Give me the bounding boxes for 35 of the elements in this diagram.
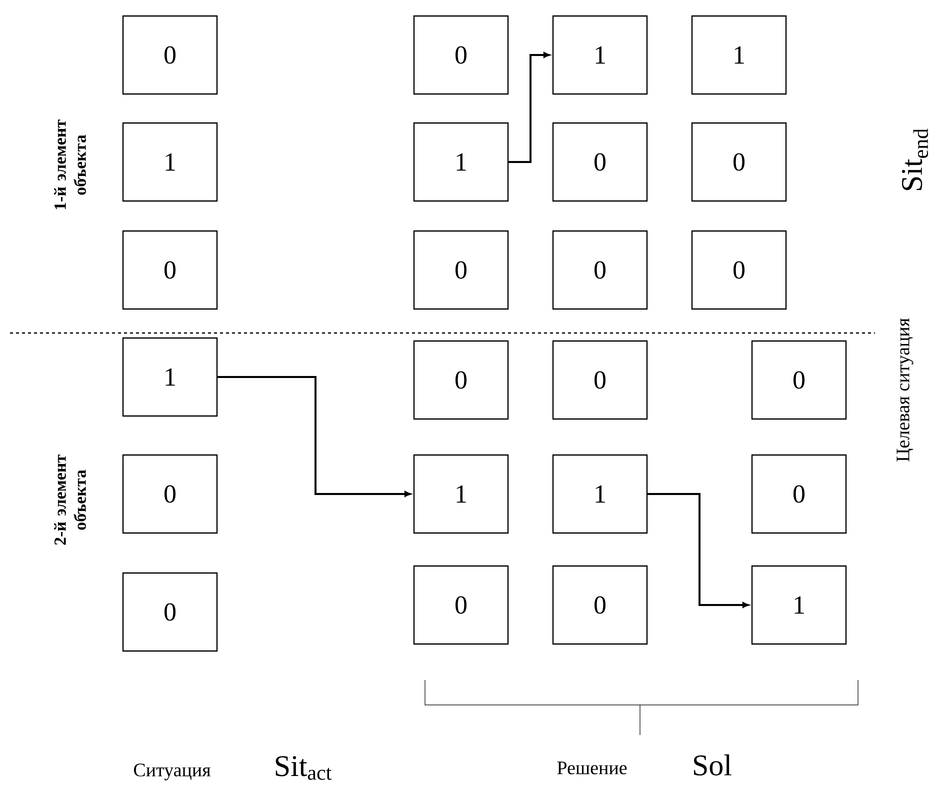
number-box: 1 [122, 337, 218, 417]
number-box: 0 [552, 340, 648, 420]
number-box: 0 [751, 340, 847, 420]
number-box: 0 [122, 15, 218, 95]
number-box: 0 [413, 340, 509, 420]
number-box: 0 [552, 565, 648, 645]
caption-label: Sol [694, 754, 732, 776]
side-label: Целевая ситуация [896, 318, 914, 462]
arrow [218, 376, 411, 497]
number-box: 1 [751, 565, 847, 645]
number-box: 0 [122, 572, 218, 652]
number-box: 0 [552, 230, 648, 310]
number-box: 0 [413, 15, 509, 95]
number-box: 1 [691, 15, 787, 95]
number-box: 0 [122, 454, 218, 534]
number-box: 0 [413, 230, 509, 310]
number-box: 1 [122, 122, 218, 202]
number-box: 1 [413, 454, 509, 534]
caption-label: Sit$_{act}$ [276, 756, 332, 780]
caption-label: Решение [557, 762, 627, 774]
row-label: 1-й элемент объекта [54, 120, 86, 210]
number-box: 1 [552, 15, 648, 95]
number-box: 0 [691, 230, 787, 310]
row-label: 2-й элемент объекта [54, 454, 86, 545]
number-box: 0 [122, 230, 218, 310]
caption-label: Ситуация [134, 764, 210, 780]
arrow [508, 52, 550, 163]
number-box: 0 [691, 122, 787, 202]
number-box: 0 [413, 565, 509, 645]
number-box: 1 [413, 122, 509, 202]
side-label: Sit$_{end}$ [902, 128, 928, 190]
arrow [648, 492, 749, 608]
number-box: 0 [751, 454, 847, 534]
number-box: 1 [552, 454, 648, 534]
number-box: 0 [552, 122, 648, 202]
